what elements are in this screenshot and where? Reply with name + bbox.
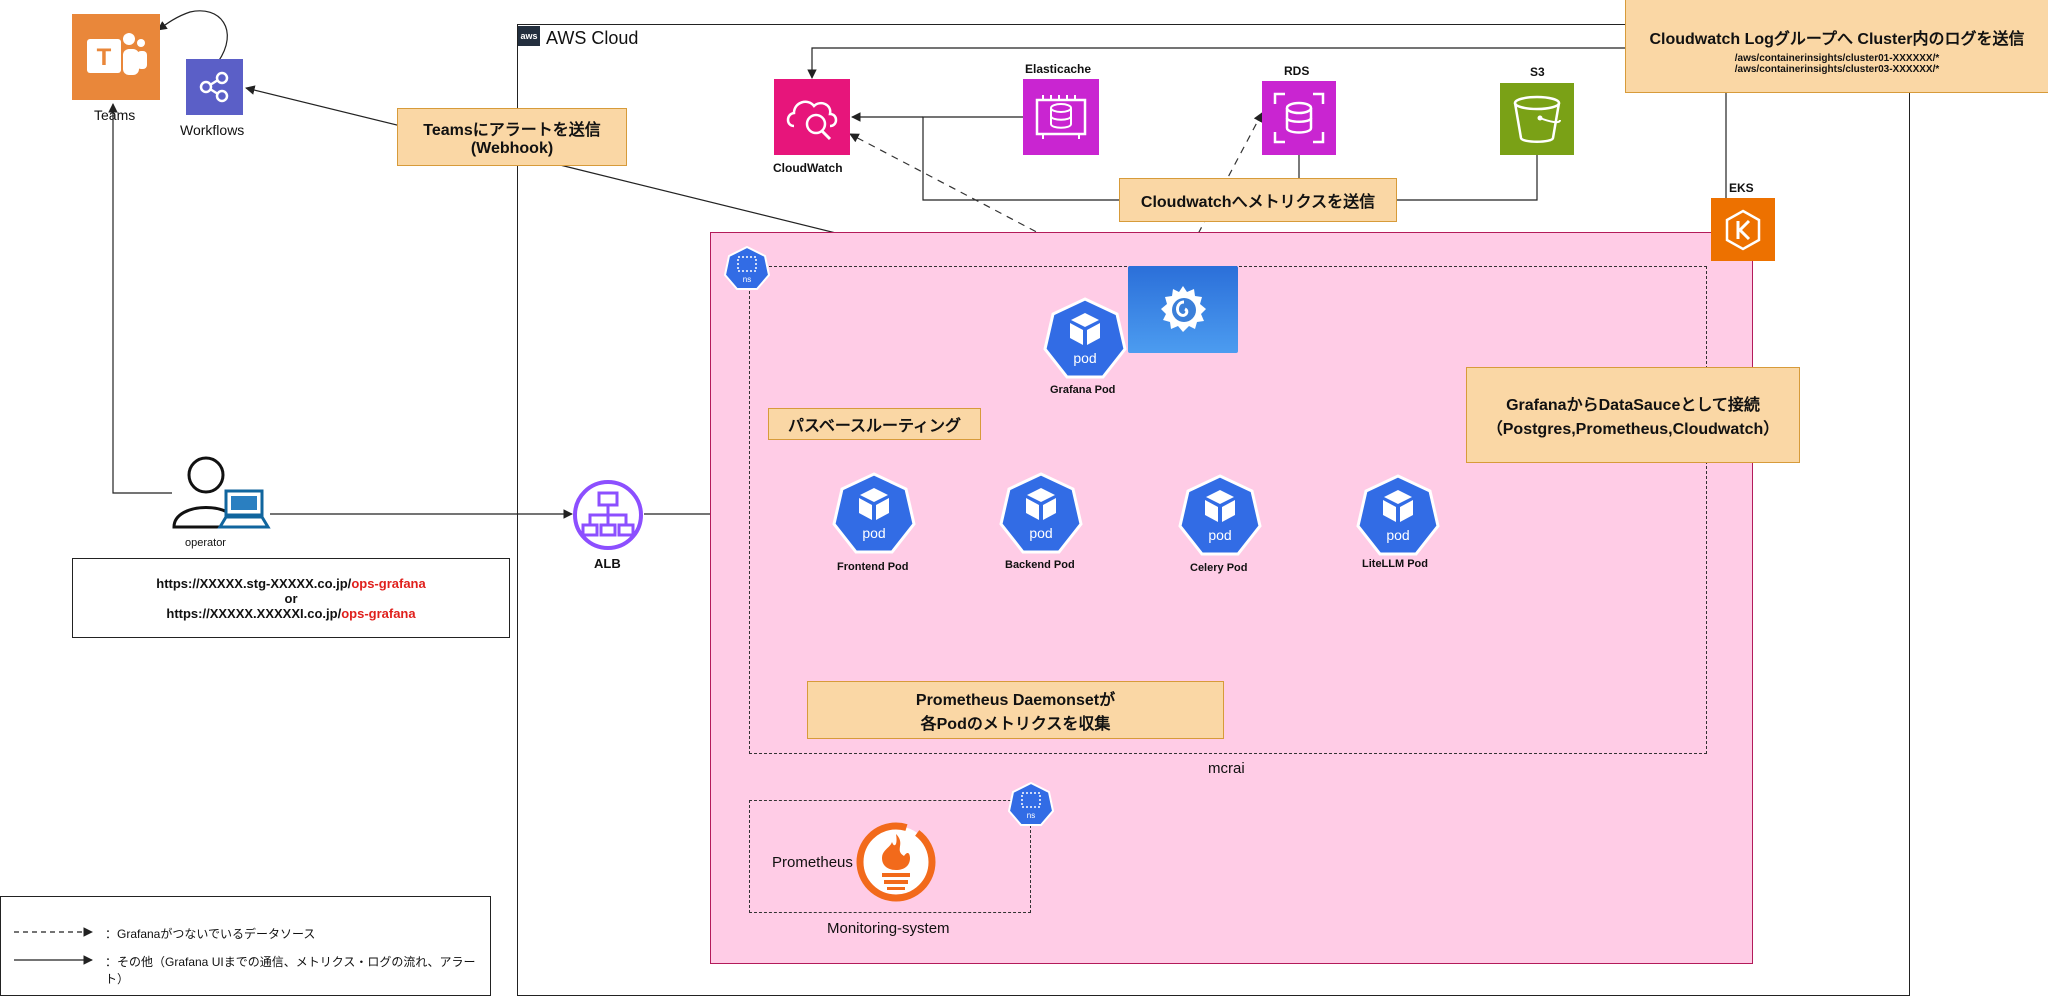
namespace-icon-text: ns [1027,811,1035,820]
eks-icon [1711,198,1775,261]
prometheus-label: Prometheus [772,854,853,871]
url-or: or [284,590,298,606]
path-routing-line1: パスベースルーティング [787,418,962,435]
rds-label: RDS [1284,64,1310,78]
cw-metrics-line1: Cloudwatchへメトリクスを送信 [1140,194,1376,211]
s3-icon [1500,83,1574,155]
eks-label: EKS [1729,181,1754,195]
operator-icon [170,455,272,535]
cloudwatch-label: CloudWatch [773,161,843,175]
pod-icon-text: pod [1208,527,1231,543]
namespace-icon: ns [723,245,771,291]
celery-pod-label: Celery Pod [1190,562,1248,574]
backend-pod-icon: pod [999,472,1083,556]
backend-pod-label: Backend Pod [1005,559,1075,571]
cloudwatch-icon [774,79,850,155]
cw-logs-line3: /aws/containerinsights/cluster03-XXXXXX/… [1734,63,1940,75]
monitoring-namespace [749,800,1031,913]
operator-to-teams-line [108,103,172,494]
pod-icon-text: pod [862,525,885,541]
cloudwatch-logs-box: Cloudwatch Logグループへ Cluster内のログを送信 /aws/… [1625,0,2048,93]
prometheus-ds-line1: Prometheus Daemonsetが [915,692,1116,709]
elasticache-icon [1023,79,1099,155]
url2-path[interactable]: ops-grafana [341,605,416,621]
prometheus-daemonset-box: Prometheus Daemonsetが 各Podのメトリクスを収集 [807,681,1224,739]
eks-cluster-area [710,232,1753,964]
mcrai-namespace-label: mcrai [1208,760,1245,777]
monitoring-namespace-label: Monitoring-system [827,920,950,937]
grafana-url-box: https://XXXXX.stg-XXXXX.co.jp/ops-grafan… [72,558,510,638]
logs-to-cloudwatch-line [807,47,1625,79]
frontend-pod-label: Frontend Pod [837,561,909,573]
teams-alert-line1: Teamsにアラートを送信 [423,122,601,139]
litellm-pod-label: LiteLLM Pod [1362,558,1428,570]
url-line-2: https://XXXXX.XXXXXI.co.jp/ops-grafana [73,606,509,621]
rds-icon [1262,81,1336,155]
datasource-line1: GrafanaからDataSauceとして接続 [1506,397,1760,414]
grafana-icon [1128,266,1238,353]
legend-box: ：Grafanaがつないでいるデータソース ：その他（Grafana UIまでの… [0,896,491,996]
elasticache-label: Elasticache [1025,62,1092,76]
aws-logo-text: aws [520,31,538,41]
datasource-box: GrafanaからDataSauceとして接続 （Postgres,Promet… [1466,367,1800,463]
workflows-icon [186,59,243,115]
legend-dashed-label: ：Grafanaがつないでいるデータソース [105,927,316,941]
operator-label: operator [185,537,226,549]
cloudwatch-metrics-box: Cloudwatchへメトリクスを送信 [1119,178,1397,222]
svg-text:T: T [97,44,112,71]
namespace-icon-text: ns [743,275,751,284]
url2-prefix[interactable]: https://XXXXX.XXXXXI.co.jp/ [166,605,342,621]
url1-path[interactable]: ops-grafana [351,575,426,591]
teams-icon: T [72,14,160,100]
alb-label: ALB [594,556,621,571]
grafana-pod-label: Grafana Pod [1050,384,1116,396]
workflows-label: Workflows [180,122,245,138]
cw-logs-line2: /aws/containerinsights/cluster01-XXXXXX/… [1734,52,1940,64]
path-routing-box: パスベースルーティング [768,408,981,440]
legend-solid-label: ：その他（Grafana UIまでの通信、メトリクス・ログの流れ、アラート） [105,955,476,986]
teams-alert-line2: (Webhook) [470,140,554,157]
teams-alert-box: Teamsにアラートを送信 (Webhook) [397,108,627,166]
namespace-icon: ns [1007,781,1055,827]
url-line-1: https://XXXXX.stg-XXXXX.co.jp/ops-grafan… [73,576,509,591]
alb-icon [572,479,644,551]
prometheus-icon [854,820,938,904]
aws-logo-icon: aws [518,26,540,46]
pod-icon-text: pod [1073,350,1096,366]
pod-icon-text: pod [1386,527,1409,543]
litellm-pod-icon: pod [1356,474,1440,558]
s3-label: S3 [1530,65,1545,79]
frontend-pod-icon: pod [832,472,916,556]
teams-label: Teams [94,107,136,123]
metrics-bracket-line [922,116,1538,201]
workflows-to-teams-line [157,10,228,63]
prometheus-ds-line2: 各Podのメトリクスを収集 [920,716,1111,733]
celery-pod-icon: pod [1178,474,1262,558]
grafana-pod-icon: pod [1043,297,1127,381]
pod-icon-text: pod [1029,525,1052,541]
url1-prefix[interactable]: https://XXXXX.stg-XXXXX.co.jp/ [156,575,352,591]
cw-logs-line1: Cloudwatch Logグループへ Cluster内のログを送信 [1649,30,2025,48]
datasource-line2: （Postgres,Prometheus,Cloudwatch） [1486,421,1780,438]
aws-cloud-title: AWS Cloud [546,28,639,48]
